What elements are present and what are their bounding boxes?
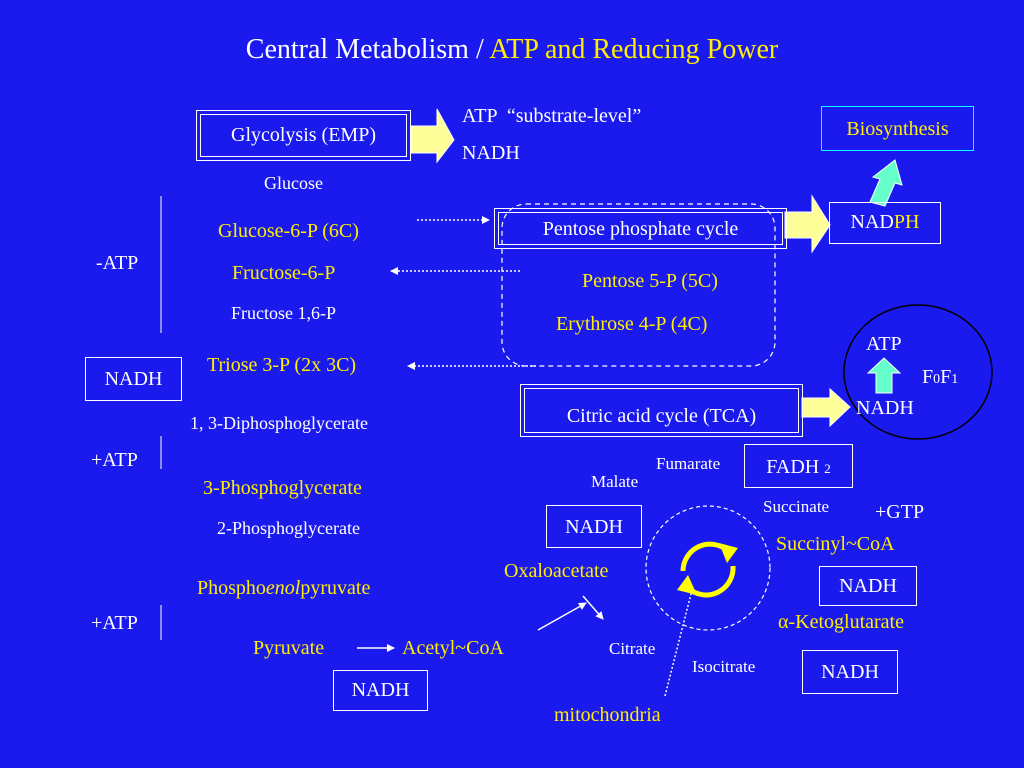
f0-main: F	[922, 366, 934, 388]
glycolysis-box-inner	[200, 114, 407, 157]
pep-prefix: Phospho	[197, 577, 266, 599]
isocitrate: Isocitrate	[692, 657, 756, 676]
tca-box: Citric acid cycle (TCA)	[520, 384, 803, 437]
nadh-box-pyruvate: NADH	[333, 670, 428, 711]
atp-synthase-circle	[843, 304, 993, 440]
glycolysis-box: Glycolysis (EMP)	[196, 110, 411, 161]
pentose-region	[501, 203, 776, 367]
title-part-1: Central Metabolism	[245, 34, 469, 65]
atp-synthase-nadh: NADH	[856, 397, 914, 419]
pentose-5-phosphate: Pentose 5-P (5C)	[582, 270, 718, 292]
atp-synthase-atp: ATP	[866, 333, 902, 355]
succinate: Succinate	[763, 497, 830, 516]
acetyl-coa: Acetyl~CoA	[402, 637, 504, 659]
gtp-label: +GTP	[875, 501, 925, 523]
f1-main: F	[940, 366, 952, 388]
glucose-label: Glucose	[264, 173, 323, 193]
biosynthesis-label: Biosynthesis	[846, 118, 949, 140]
phosphoenolpyruvate: Phosphoenolpyruvate	[197, 578, 370, 598]
glucose-6-phosphate: Glucose-6-P (6C)	[218, 220, 359, 242]
glycolysis-output-arrow	[410, 108, 455, 164]
citrate: Citrate	[609, 639, 656, 658]
fructose-1-6-bisphosphate: Fructose 1,6-P	[231, 303, 336, 323]
ketoglutarate-name: -Ketoglutarate	[788, 611, 904, 633]
pentose-label: Pentose phosphate cycle	[542, 218, 739, 240]
oxaloacetate: Oxaloacetate	[504, 560, 609, 582]
fumarate: Fumarate	[656, 454, 721, 473]
tca-cycle-region	[645, 505, 771, 631]
erythrose-4-phosphate: Erythrose 4-P (4C)	[556, 313, 708, 335]
nadph-box: NADPH	[829, 202, 941, 244]
nadph-prefix: NAD	[850, 211, 894, 233]
diphosphoglycerate: 1, 3-Diphosphoglycerate	[190, 413, 368, 433]
acetylcoa-to-citrate-arrow	[537, 602, 587, 631]
nadh-succinyl-label: NADH	[839, 575, 897, 597]
alpha-ketoglutarate: α-Ketoglutarate	[778, 612, 904, 632]
fadh-sub: 2	[824, 461, 831, 476]
fadh2-box: FADH 2	[744, 444, 853, 488]
malate: Malate	[591, 472, 639, 491]
glycolysis-products-atp: ATP “substrate-level”	[462, 105, 642, 127]
nadh-pyruvate-label: NADH	[351, 679, 410, 701]
nadh-triose-label: NADH	[104, 368, 163, 390]
nadph-suffix: PH	[893, 211, 920, 233]
pep-suffix: pyruvate	[300, 577, 371, 599]
atp-synthase-up-arrow	[866, 357, 902, 394]
tca-cycle-arrowhead-lower	[677, 575, 697, 595]
pentose-box: Pentose phosphate cycle	[494, 208, 787, 249]
oxaloacetate-to-citrate-arrow	[582, 595, 604, 620]
succinyl-coa: Succinyl~CoA	[776, 533, 895, 555]
tca-output-arrow	[801, 387, 851, 428]
nadh-box-keto: NADH	[802, 650, 898, 694]
minus-atp-label: -ATP	[96, 252, 139, 274]
plus-atp-label-1: +ATP	[91, 449, 138, 471]
glycolysis-label: Glycolysis (EMP)	[231, 124, 376, 146]
nadh-box-triose: NADH	[85, 357, 182, 401]
nadh-malate-label: NADH	[565, 516, 623, 538]
3-phosphoglycerate: 3-Phosphoglycerate	[203, 477, 362, 499]
mitochondria-label: mitochondria	[554, 704, 661, 726]
2-phosphoglycerate: 2-Phosphoglycerate	[217, 518, 360, 538]
nadh-box-malate: NADH	[546, 505, 642, 548]
nadh-box-succinyl: NADH	[819, 566, 917, 606]
glycolysis-products-nadh: NADH	[462, 142, 520, 164]
biosynthesis-up-arrow	[869, 159, 903, 207]
title-separator: /	[468, 34, 490, 65]
f0f1-label: F0F1	[922, 367, 958, 387]
pyruvate: Pyruvate	[253, 637, 325, 659]
biosynthesis-box: Biosynthesis	[821, 106, 974, 151]
tca-cycle-arrowhead-upper	[719, 543, 738, 563]
title-part-2: ATP and Reducing Power	[489, 34, 779, 65]
pentose-output-arrow	[784, 194, 831, 254]
plus-atp-label-2: +ATP	[91, 612, 138, 634]
pep-enol: enol	[265, 577, 301, 599]
page-title: Central Metabolism / ATP and Reducing Po…	[0, 36, 1024, 64]
alpha-symbol: α	[778, 611, 789, 633]
tca-box-inner	[524, 388, 799, 433]
fadh2-label: FADH 2	[745, 457, 852, 477]
f1-sub: 1	[951, 372, 959, 387]
tca-label: Citric acid cycle (TCA)	[566, 405, 757, 427]
pentose-box-inner	[498, 212, 783, 245]
fadh-main: FADH	[766, 456, 825, 478]
triose-3-phosphate: Triose 3-P (2x 3C)	[207, 354, 357, 376]
f0-sub: 0	[933, 372, 941, 387]
nadph-label: NADPH	[830, 212, 940, 232]
nadh-keto-label: NADH	[821, 661, 879, 683]
mitochondria-pointer	[664, 589, 693, 697]
fructose-6-phosphate: Fructose-6-P	[232, 262, 336, 284]
